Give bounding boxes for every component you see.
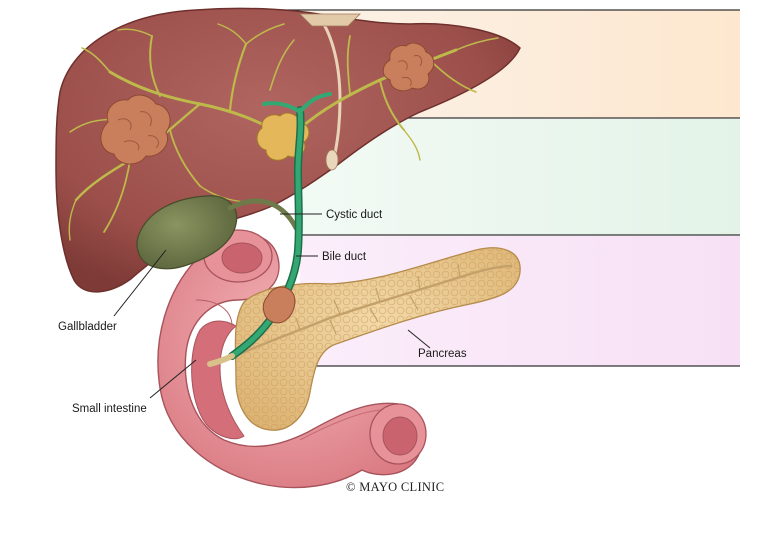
leader-lines	[113, 213, 431, 399]
common-bile-duct	[207, 92, 332, 367]
label-cystic-duct: Cystic duct	[326, 209, 383, 221]
label-bile-duct: Bile duct	[322, 251, 367, 263]
pancreas-organ	[225, 247, 521, 431]
label-small-intestine: Small intestine	[72, 403, 147, 415]
tumor-icon	[100, 94, 171, 165]
gallbladder-organ	[136, 195, 299, 270]
copyright-notice: © MAYO CLINIC	[346, 480, 444, 494]
tumor-icon	[382, 42, 435, 92]
small-intestine	[157, 229, 427, 489]
label-gallbladder: Gallbladder	[58, 321, 117, 333]
tumor-icon	[262, 286, 296, 324]
label-pancreas: Pancreas	[418, 348, 467, 360]
